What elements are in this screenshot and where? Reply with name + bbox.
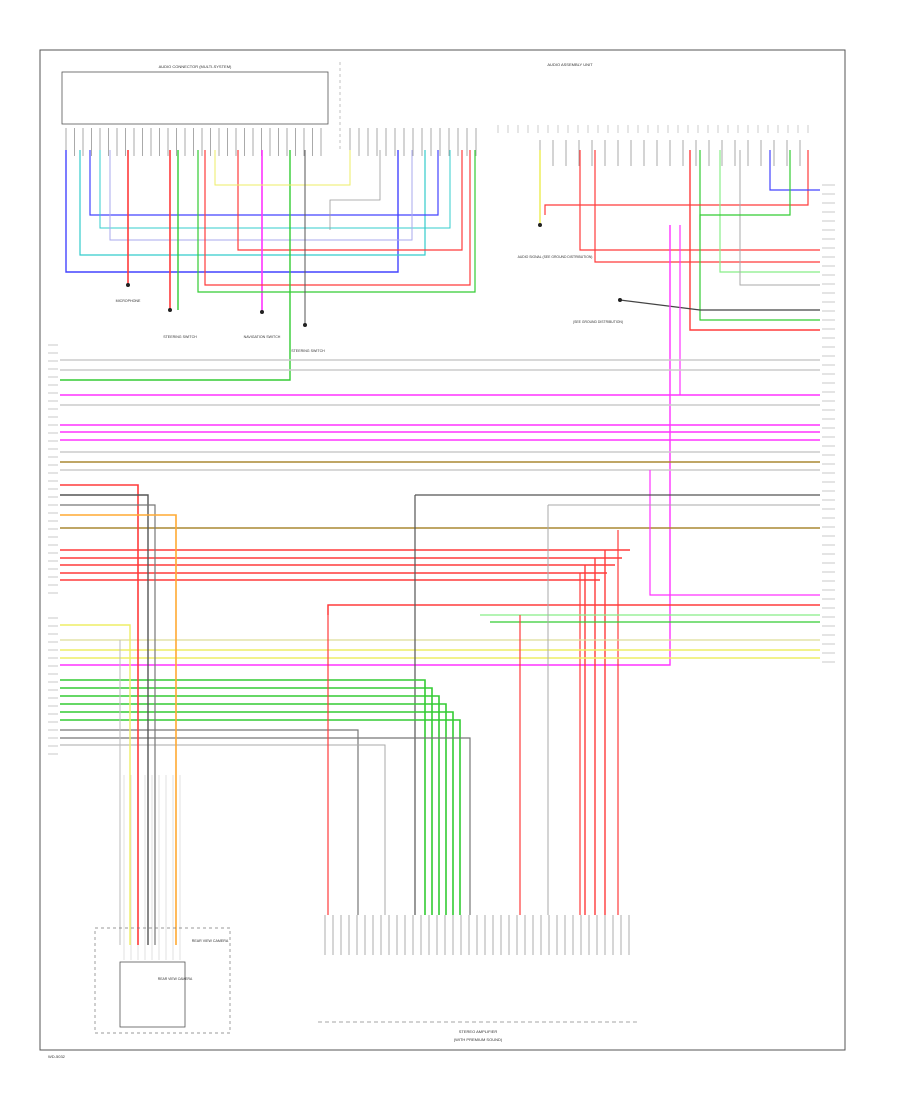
- wire-red-loop: [237, 150, 463, 251]
- wire-cyan-inner: [99, 150, 451, 229]
- wire-gray-mid: [329, 150, 381, 230]
- rear-camera-dashed-box: [94, 927, 231, 1034]
- rear-camera-inner-label: REAR VIEW CAMERA: [158, 977, 193, 981]
- rear-camera-inner-box: [119, 961, 186, 1028]
- splice-steering: [168, 308, 172, 312]
- center-ground-note: AUDIO SIGNAL (SEE GROUND DISTRIBUTION): [518, 255, 593, 259]
- right-ground-note: (SEE GROUND DISTRIBUTION): [573, 320, 623, 324]
- wire-magenta-595: [649, 470, 820, 596]
- splice-layer: [126, 223, 622, 327]
- wire-green-r1: [699, 150, 820, 321]
- steering-switch-label-2: STEERING SWITCH: [291, 349, 325, 353]
- wire-orange-cam: [60, 514, 177, 945]
- wire-red-r-605: [327, 604, 820, 615]
- wire-yellow-cam: [60, 624, 131, 945]
- amplifier-subtitle: (WITH PREMIUM SOUND): [454, 1037, 503, 1042]
- navigation-switch-label: NAVIGATION SWITCH: [244, 335, 281, 339]
- wire-green-down: [60, 150, 291, 381]
- wire-gray-h1: [60, 729, 359, 915]
- wire-gray-h2: [60, 737, 471, 915]
- wire-blue-loop: [65, 150, 399, 273]
- wire-red-outer: [204, 150, 471, 286]
- connector-pins: [48, 125, 835, 960]
- rear-camera-title: REAR VIEW CAMERA: [192, 939, 229, 943]
- wire-gray-cam: [60, 504, 156, 945]
- amplifier-title: STEREO AMPLIFIER: [459, 1029, 498, 1034]
- wire-cyan-loop: [79, 150, 426, 256]
- wire-red-r2: [594, 150, 820, 263]
- wire-green-h0: [60, 679, 426, 915]
- wire-red-top-r: [544, 150, 809, 215]
- audio-connector-title: AUDIO CONNECTOR (MULTI-SYSTEM): [159, 64, 232, 69]
- wire-yellow-top: [214, 150, 351, 186]
- steering-switch-label-1: STEERING SWITCH: [163, 335, 197, 339]
- wire-magenta-long: [60, 225, 671, 666]
- wire-green-h1: [60, 687, 433, 915]
- wire-black-cam: [60, 494, 149, 945]
- splice-ground: [618, 298, 622, 302]
- wire-blue-inner: [89, 150, 439, 216]
- footer-code: WD-5032: [48, 1054, 66, 1059]
- wire-red-r3: [689, 150, 820, 331]
- diagram-frame: [39, 49, 846, 1051]
- wire-lightblue: [109, 150, 413, 241]
- wire-green-h2: [60, 695, 440, 915]
- wire-black-gnd: [619, 299, 820, 311]
- wire-green-h4: [60, 711, 454, 915]
- splice-steering-2: [303, 323, 307, 327]
- wire-blue-r: [769, 150, 820, 191]
- microphone-label: MICROPHONE: [116, 299, 141, 303]
- wire-green-h5: [60, 719, 461, 915]
- wire-layer: [60, 150, 820, 945]
- splice-audio-ground: [538, 223, 542, 227]
- audio-assembly-title: AUDIO ASSEMBLY UNIT: [547, 62, 593, 67]
- wire-gray-r: [739, 150, 820, 286]
- splice-navigation: [260, 310, 264, 314]
- wire-green-r2: [699, 150, 791, 230]
- wire-green-outer: [197, 150, 476, 293]
- wire-green-h3: [60, 703, 447, 915]
- wire-red-cam: [60, 484, 139, 945]
- wire-gray-h3: [60, 744, 386, 915]
- wire-lgreen-r: [719, 150, 820, 273]
- splice-microphone: [126, 283, 130, 287]
- audio-connector-box: [61, 71, 329, 125]
